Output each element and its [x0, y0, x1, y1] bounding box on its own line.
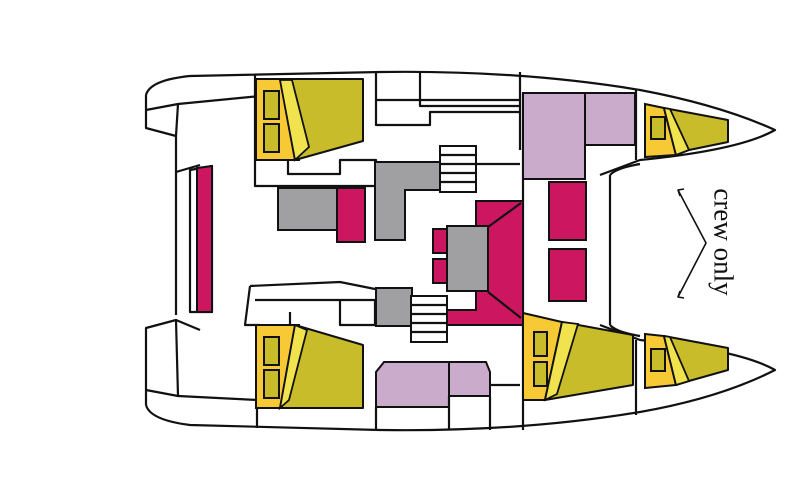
crew-cabin-starboard-bow	[644, 332, 729, 390]
cabin-starboard-fwd	[522, 311, 634, 402]
double-arrow-icon	[677, 188, 707, 299]
cabin-starboard-aft	[255, 323, 364, 411]
crew-cabin-port-bow	[644, 102, 729, 159]
cockpit-table	[277, 187, 341, 231]
seat-right-lower	[548, 248, 587, 302]
galley-lower	[375, 287, 413, 327]
salon-table	[446, 225, 489, 292]
stairs-starboard	[410, 295, 448, 343]
crew-only-text: crew only	[708, 188, 739, 296]
bathroom-starboard	[374, 361, 492, 430]
cabin-port-aft	[255, 78, 364, 162]
stairs-port	[439, 145, 477, 193]
galley	[374, 161, 442, 241]
seat-right-upper	[548, 181, 587, 241]
cockpit-seat	[336, 187, 366, 243]
cockpit-bench	[188, 164, 214, 314]
bathroom-port	[522, 92, 636, 180]
crew-only-label: crew only	[702, 172, 744, 312]
